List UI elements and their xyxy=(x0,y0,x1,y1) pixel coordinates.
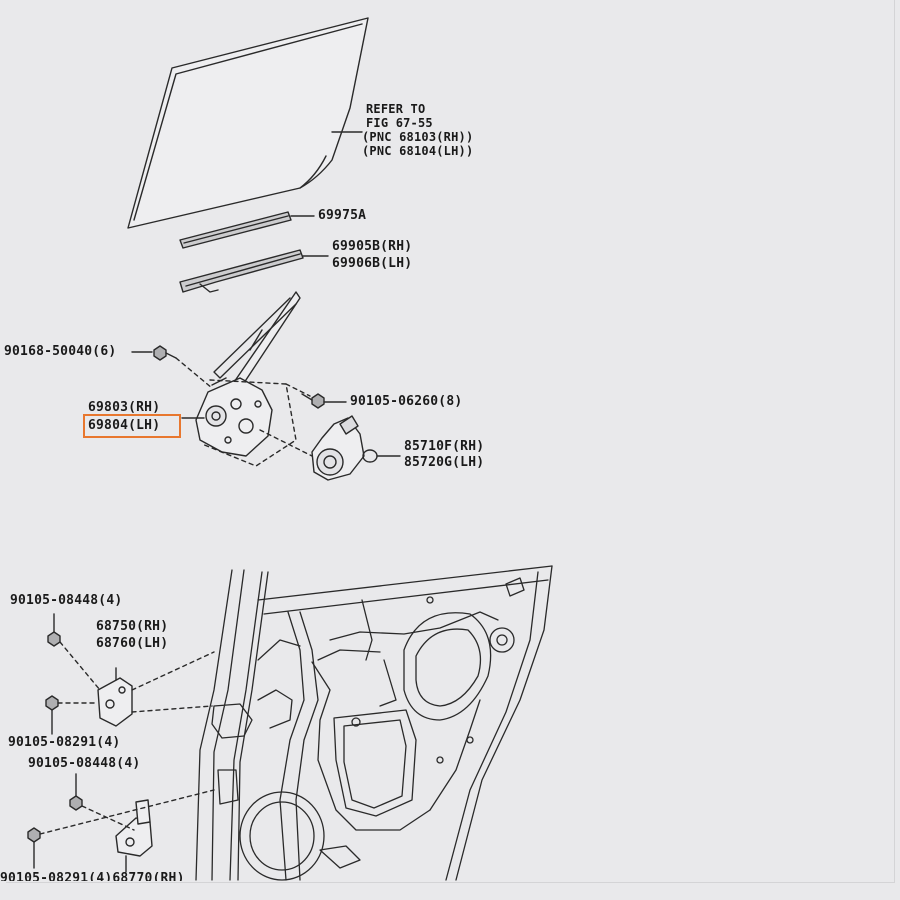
bolt-90105-08291-a xyxy=(45,695,59,711)
label-refer-to: REFER TO xyxy=(366,102,426,116)
lower-hinge xyxy=(115,799,153,857)
bolt-90105-08291-b xyxy=(27,827,41,843)
mounting-outline xyxy=(201,379,297,467)
bolt-90105-06260 xyxy=(301,393,325,409)
bolt-90105-08448-a xyxy=(47,631,61,647)
label-85710f[interactable]: 85710F(RH) xyxy=(404,439,485,454)
label-90168-50040[interactable]: 90168-50040(6) xyxy=(4,344,117,359)
label-90105-08291-bottom[interactable]: 90105-08291(4)68770(RH) xyxy=(0,871,185,886)
window-regulator xyxy=(195,291,301,457)
label-85720g[interactable]: 85720G(LH) xyxy=(404,455,485,470)
label-69905b[interactable]: 69905B(RH) xyxy=(332,239,413,254)
window-motor xyxy=(311,415,378,481)
label-69906b[interactable]: 69906B(LH) xyxy=(332,256,413,271)
label-pnc-rh: (PNC 68103(RH)) xyxy=(362,130,474,144)
label-90105-08448-top[interactable]: 90105-08448(4) xyxy=(10,593,123,608)
highlight-box xyxy=(83,414,181,438)
label-90105-06260[interactable]: 90105-06260(8) xyxy=(350,394,463,409)
label-90105-08448-mid[interactable]: 90105-08448(4) xyxy=(28,756,141,771)
weatherstrip xyxy=(179,249,304,293)
label-68750[interactable]: 68750(RH) xyxy=(96,619,169,634)
label-fig-ref[interactable]: FIG 67-55 xyxy=(366,116,433,130)
label-69975a[interactable]: 69975A xyxy=(318,208,367,223)
label-69804[interactable]: 69804(LH) xyxy=(88,418,161,433)
label-90105-08291-mid[interactable]: 90105-08291(4) xyxy=(8,735,121,750)
door-panel xyxy=(195,565,553,881)
label-69803[interactable]: 69803(RH) xyxy=(88,400,161,415)
door-glass xyxy=(127,17,369,229)
label-68760[interactable]: 68760(LH) xyxy=(96,636,169,651)
bolt-90105-08448-b xyxy=(69,795,83,811)
upper-hinge xyxy=(97,677,133,727)
glass-run-channel xyxy=(179,211,292,249)
label-pnc-lh: (PNC 68104(LH)) xyxy=(362,144,474,158)
bolt-90168 xyxy=(153,345,177,361)
